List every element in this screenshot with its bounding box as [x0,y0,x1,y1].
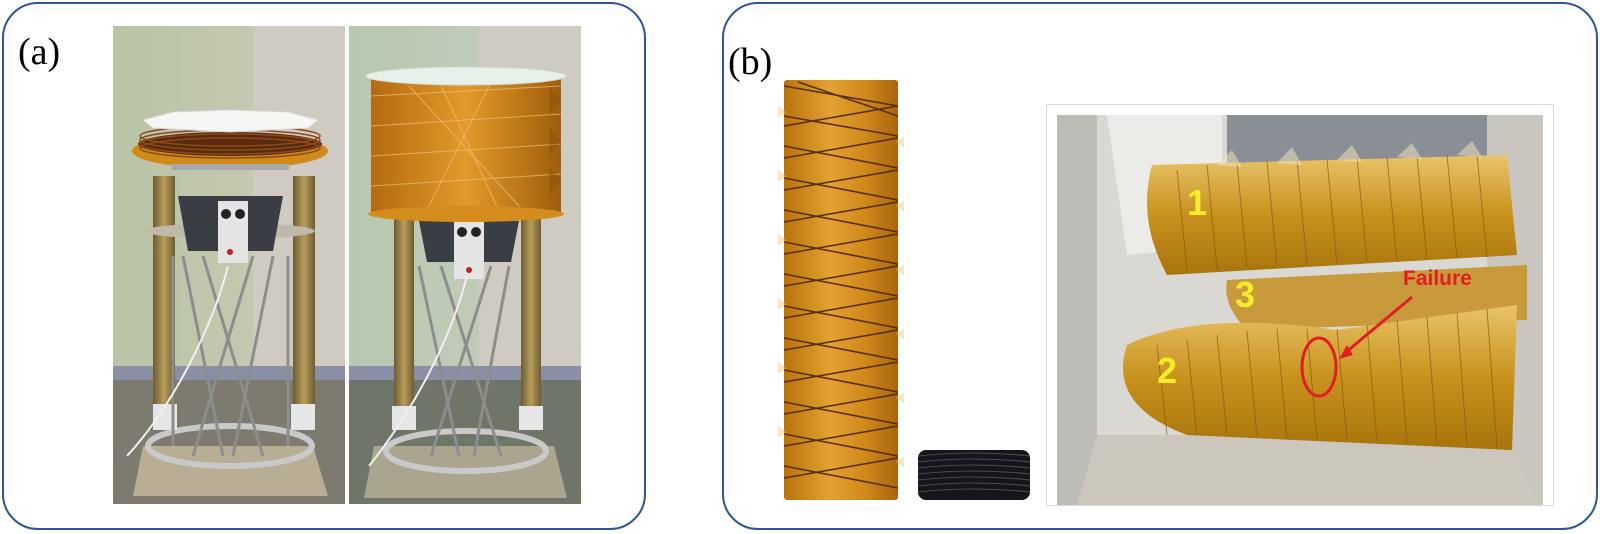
deployed-state-photo [349,26,581,504]
tube-label-2: 2 [1157,350,1177,391]
panel-a-label: (a) [18,31,61,73]
compressed-stack-photo [916,446,1032,504]
tube-label-3: 3 [1235,274,1255,315]
folded-state-photo [113,26,345,504]
bending-test-photo: 1 3 2 Failure [1046,104,1554,506]
panel-b-label: (b) [728,41,773,83]
failure-arrow [1344,295,1413,355]
failure-circle [1300,336,1338,398]
tube-label-1: 1 [1187,182,1207,223]
panel-b: (b) [722,2,1598,530]
panel-a: (a) [2,2,646,530]
extended-tube-photo [778,76,904,506]
failure-label: Failure [1403,267,1472,290]
